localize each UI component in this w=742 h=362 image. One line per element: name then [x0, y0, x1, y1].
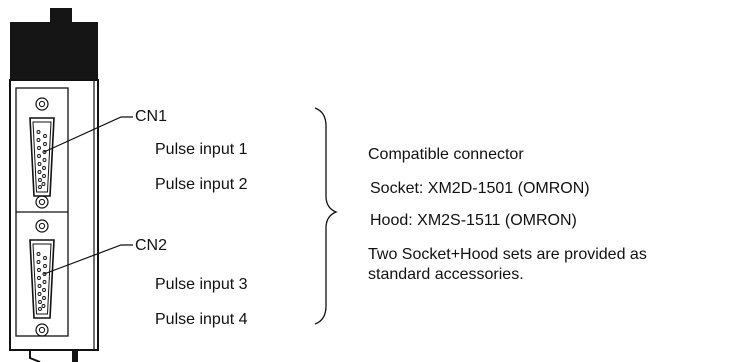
cn2-bottom-screw [35, 323, 49, 337]
cn2-label: CN2 [135, 237, 168, 254]
module-bottom-foot [72, 350, 78, 362]
cn2-top-screw [35, 219, 49, 233]
cn2-leader-line [43, 244, 133, 275]
module-lower-frame [9, 79, 99, 351]
cn1-top-screw [35, 97, 49, 111]
cn1-leader-line [43, 116, 133, 153]
socket-spec: Socket: XM2D-1501 (OMRON) [370, 180, 590, 197]
cn1-pins [36, 130, 47, 189]
hood-spec: Hood: XM2S-1511 (OMRON) [370, 212, 577, 229]
compatible-connector-heading: Compatible connector [368, 146, 524, 163]
pulse-input-2-label: Pulse input 2 [155, 176, 248, 193]
grouping-brace [314, 107, 338, 325]
cn2-connector [29, 219, 55, 337]
module-upper-body [10, 22, 98, 80]
pulse-input-3-label: Pulse input 3 [155, 276, 248, 293]
accessories-note-line1: Two Socket+Hood sets are provided as [368, 246, 647, 263]
cn1-connector [29, 97, 55, 209]
pulse-input-4-label: Pulse input 4 [155, 311, 248, 328]
cn1-label: CN1 [135, 108, 168, 125]
module-bottom-latch [29, 350, 41, 362]
module-top-tab [50, 8, 72, 22]
cn1-bottom-screw [35, 195, 49, 209]
pulse-input-1-label: Pulse input 1 [155, 141, 248, 158]
cn1-dsub-shell [29, 117, 55, 197]
accessories-note-line2: standard accessories. [368, 266, 524, 283]
cn2-pins [36, 252, 47, 311]
cn2-dsub-shell [29, 239, 55, 319]
